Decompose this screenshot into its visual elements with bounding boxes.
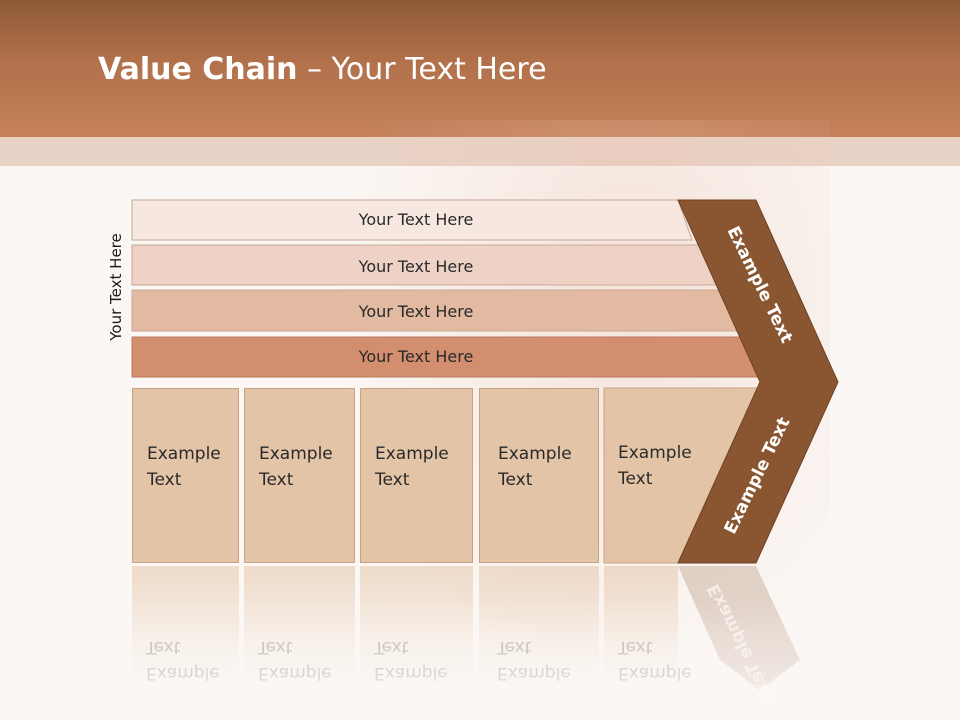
cell-2-line2: Text — [259, 470, 294, 490]
title-rest: – Your Text Here — [297, 52, 547, 87]
cell-4-line2: Text — [498, 470, 533, 490]
page-title: Value Chain – Your Text Here — [98, 52, 547, 87]
row-bar-1[interactable] — [131, 199, 693, 241]
cell-5-line2: Text — [618, 469, 653, 489]
cell-4-line1: Example — [498, 444, 572, 464]
cell-1-line1: Example — [147, 444, 221, 464]
row-label-4: Your Text Here — [358, 347, 474, 366]
cell-3-line2: Text — [375, 470, 410, 490]
chevron-arrow[interactable] — [677, 199, 839, 564]
cell-5-line1: Example — [618, 443, 692, 463]
cell-1-line2: Text — [147, 470, 182, 490]
header-bar — [0, 0, 960, 137]
title-bold: Value Chain — [98, 52, 298, 87]
row-label-3: Your Text Here — [358, 302, 474, 321]
row-label-2: Your Text Here — [358, 257, 474, 276]
row-label-1: Your Text Here — [358, 210, 474, 229]
header-band — [0, 137, 960, 166]
cell-3-line1: Example — [375, 444, 449, 464]
cell-2-line1: Example — [259, 444, 333, 464]
bottom-fade — [0, 600, 960, 720]
